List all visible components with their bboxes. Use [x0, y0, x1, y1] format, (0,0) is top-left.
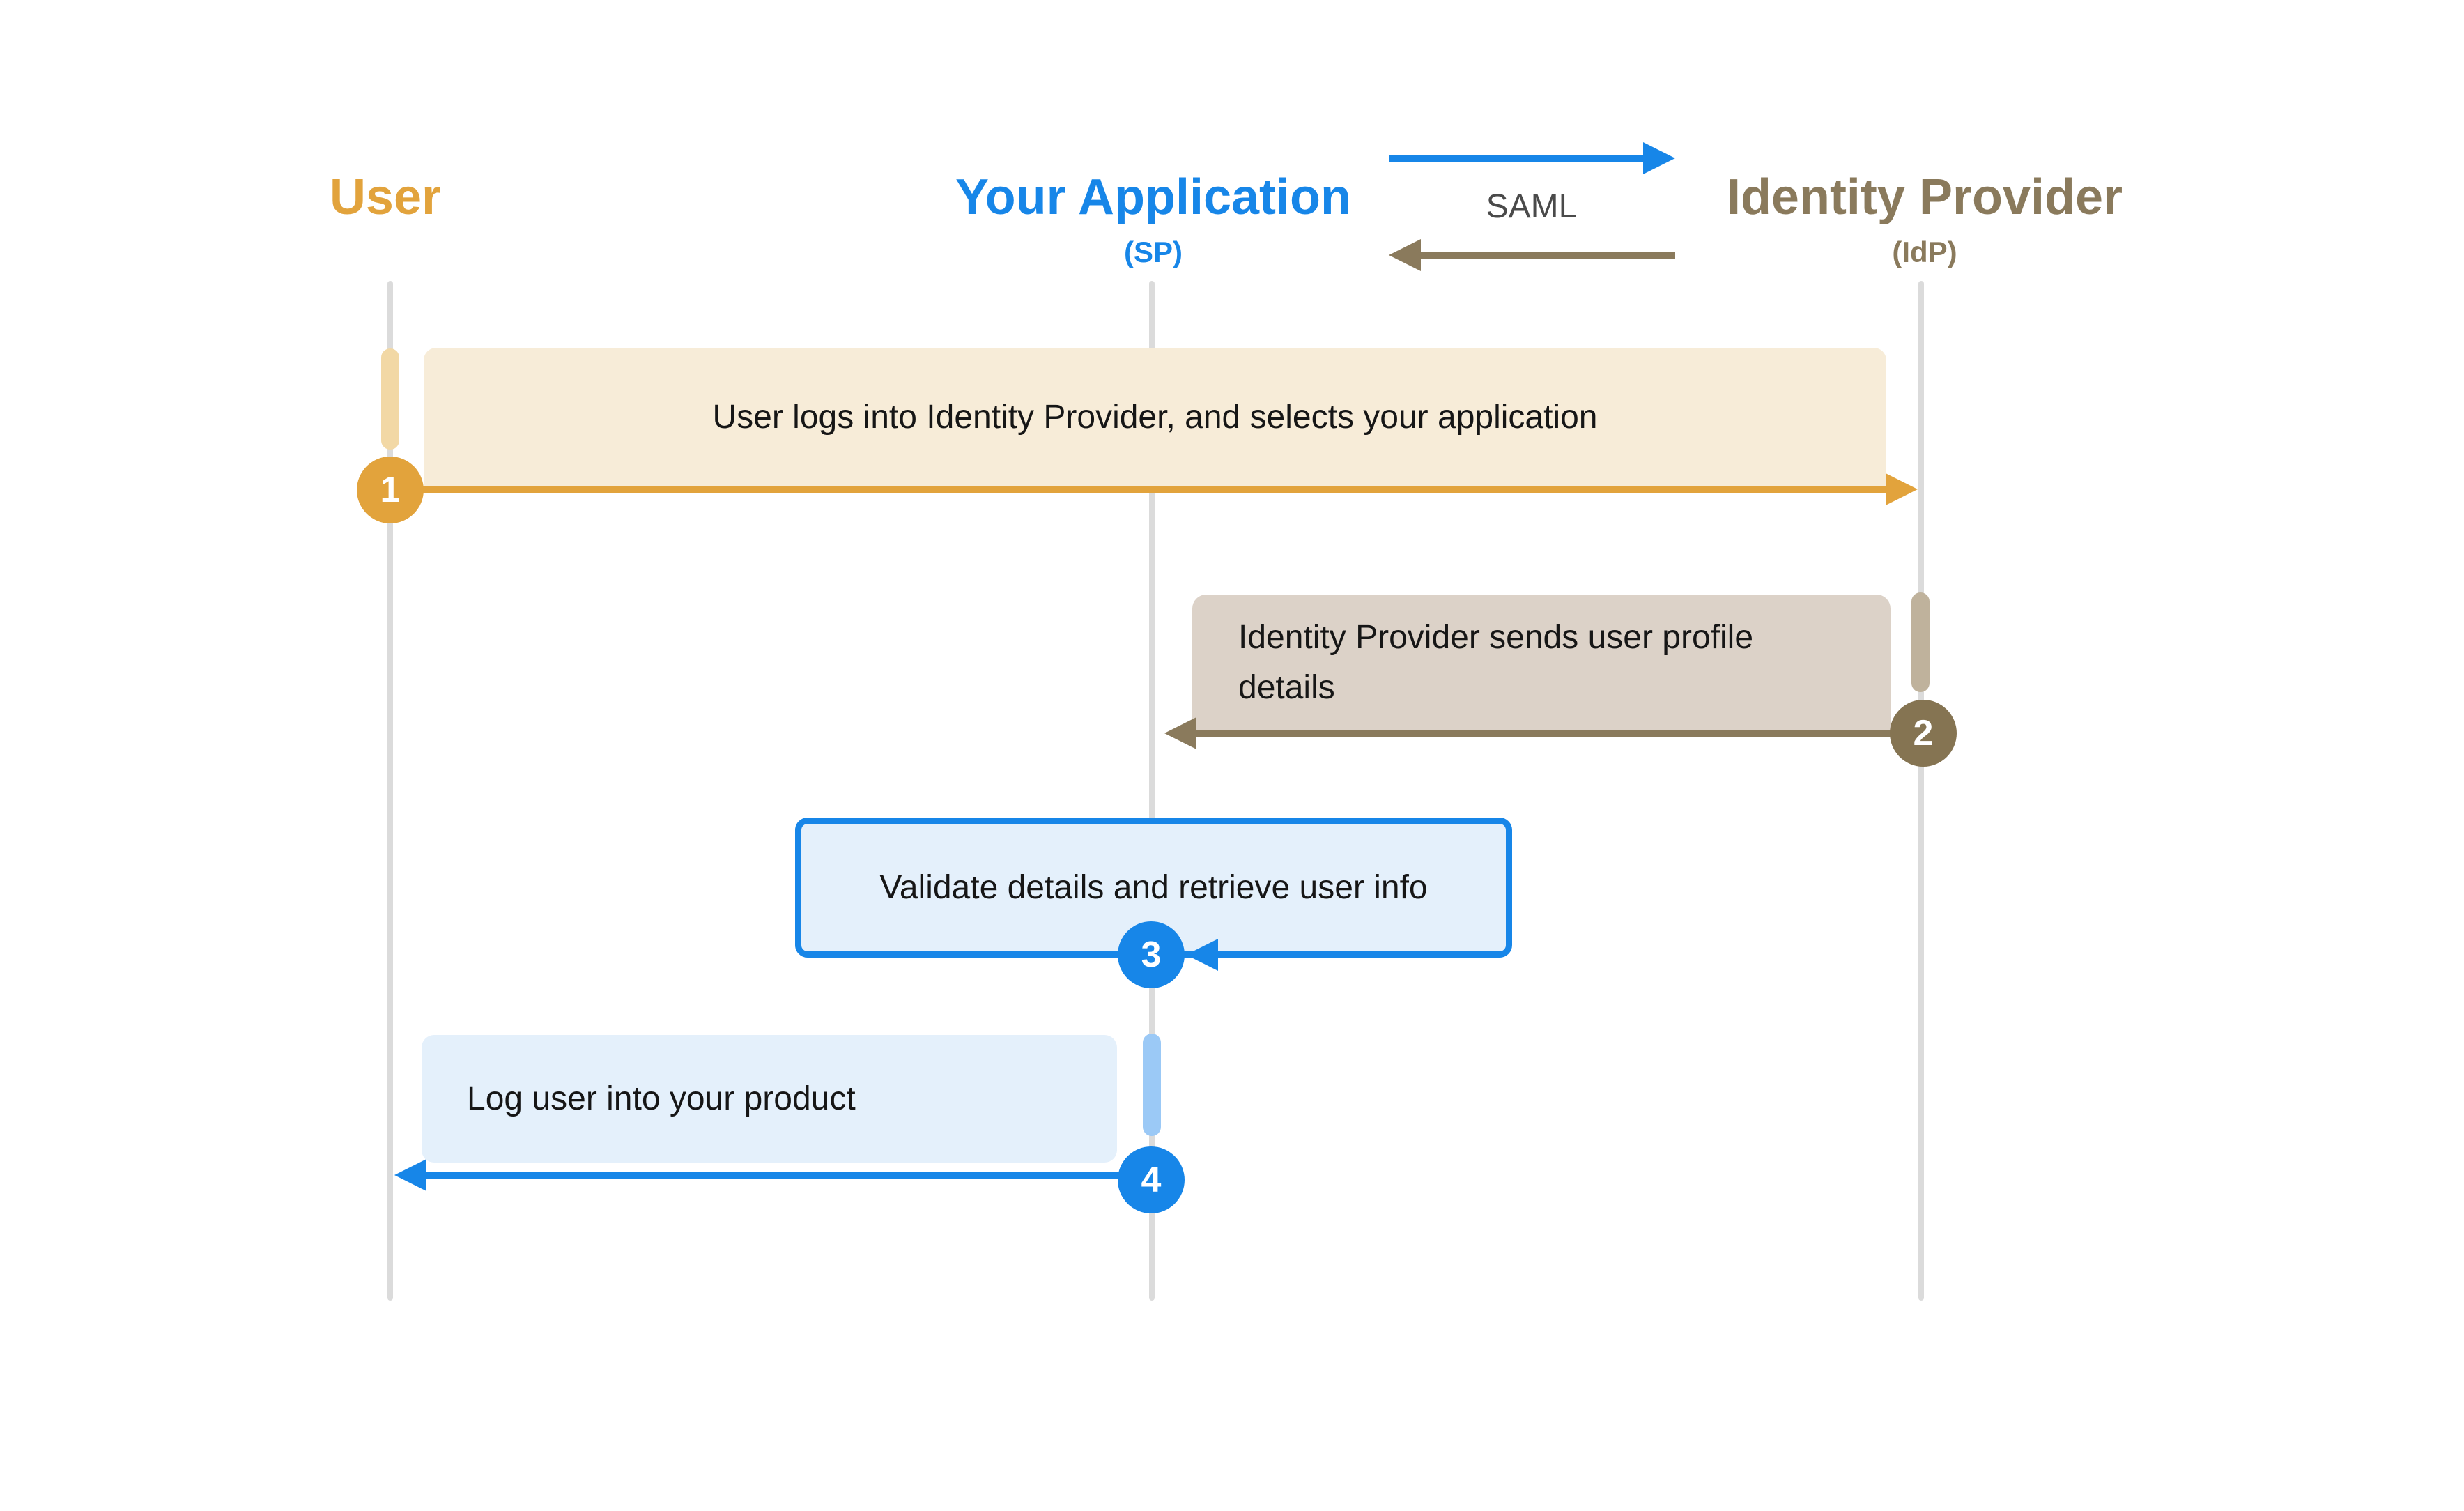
step4-message-box: Log user into your product [422, 1035, 1117, 1163]
activation-bar-user [381, 348, 399, 450]
step2-message-box: Identity Provider sends user profile det… [1192, 595, 1891, 730]
lifeline-idp [1918, 281, 1924, 1301]
actor-idp-subtitle: (IdP) [1892, 236, 1957, 268]
step1-arrow-line [390, 486, 1886, 493]
saml-request-arrow-line [1389, 155, 1645, 162]
step4-badge: 4 [1118, 1146, 1185, 1213]
saml-response-arrowhead-icon [1389, 239, 1421, 271]
step1-badge: 1 [357, 457, 424, 523]
saml-request-arrowhead-icon [1643, 142, 1675, 174]
actor-user-title: User [329, 169, 442, 225]
step1-message-box: User logs into Identity Provider, and se… [424, 348, 1886, 486]
step3-badge: 3 [1118, 921, 1185, 988]
actor-idp-title: Identity Provider [1726, 169, 2123, 225]
step3-arrowhead-icon [1186, 939, 1218, 971]
actor-app-subtitle: (SP) [1124, 236, 1183, 268]
step4-message-text: Log user into your product [467, 1080, 856, 1117]
step1-message-text: User logs into Identity Provider, and se… [712, 398, 1598, 436]
activation-bar-idp [1911, 592, 1930, 692]
activation-bar-app [1143, 1034, 1161, 1136]
lifeline-user [387, 281, 393, 1301]
step4-arrowhead-icon [394, 1159, 426, 1191]
lifeline-app [1149, 281, 1155, 1301]
step3-message-text: Validate details and retrieve user info [879, 868, 1428, 906]
actor-app-title: Your Application [955, 169, 1351, 225]
step1-arrowhead-icon [1886, 473, 1918, 505]
step2-arrow-line [1195, 730, 1923, 737]
step2-message-text: Identity Provider sends user profile det… [1238, 618, 1754, 706]
saml-response-arrow-line [1419, 252, 1675, 259]
saml-protocol-label: SAML [1486, 188, 1578, 225]
step4-arrow-line [425, 1172, 1151, 1179]
step2-arrowhead-icon [1164, 717, 1196, 749]
step2-badge: 2 [1890, 700, 1957, 767]
